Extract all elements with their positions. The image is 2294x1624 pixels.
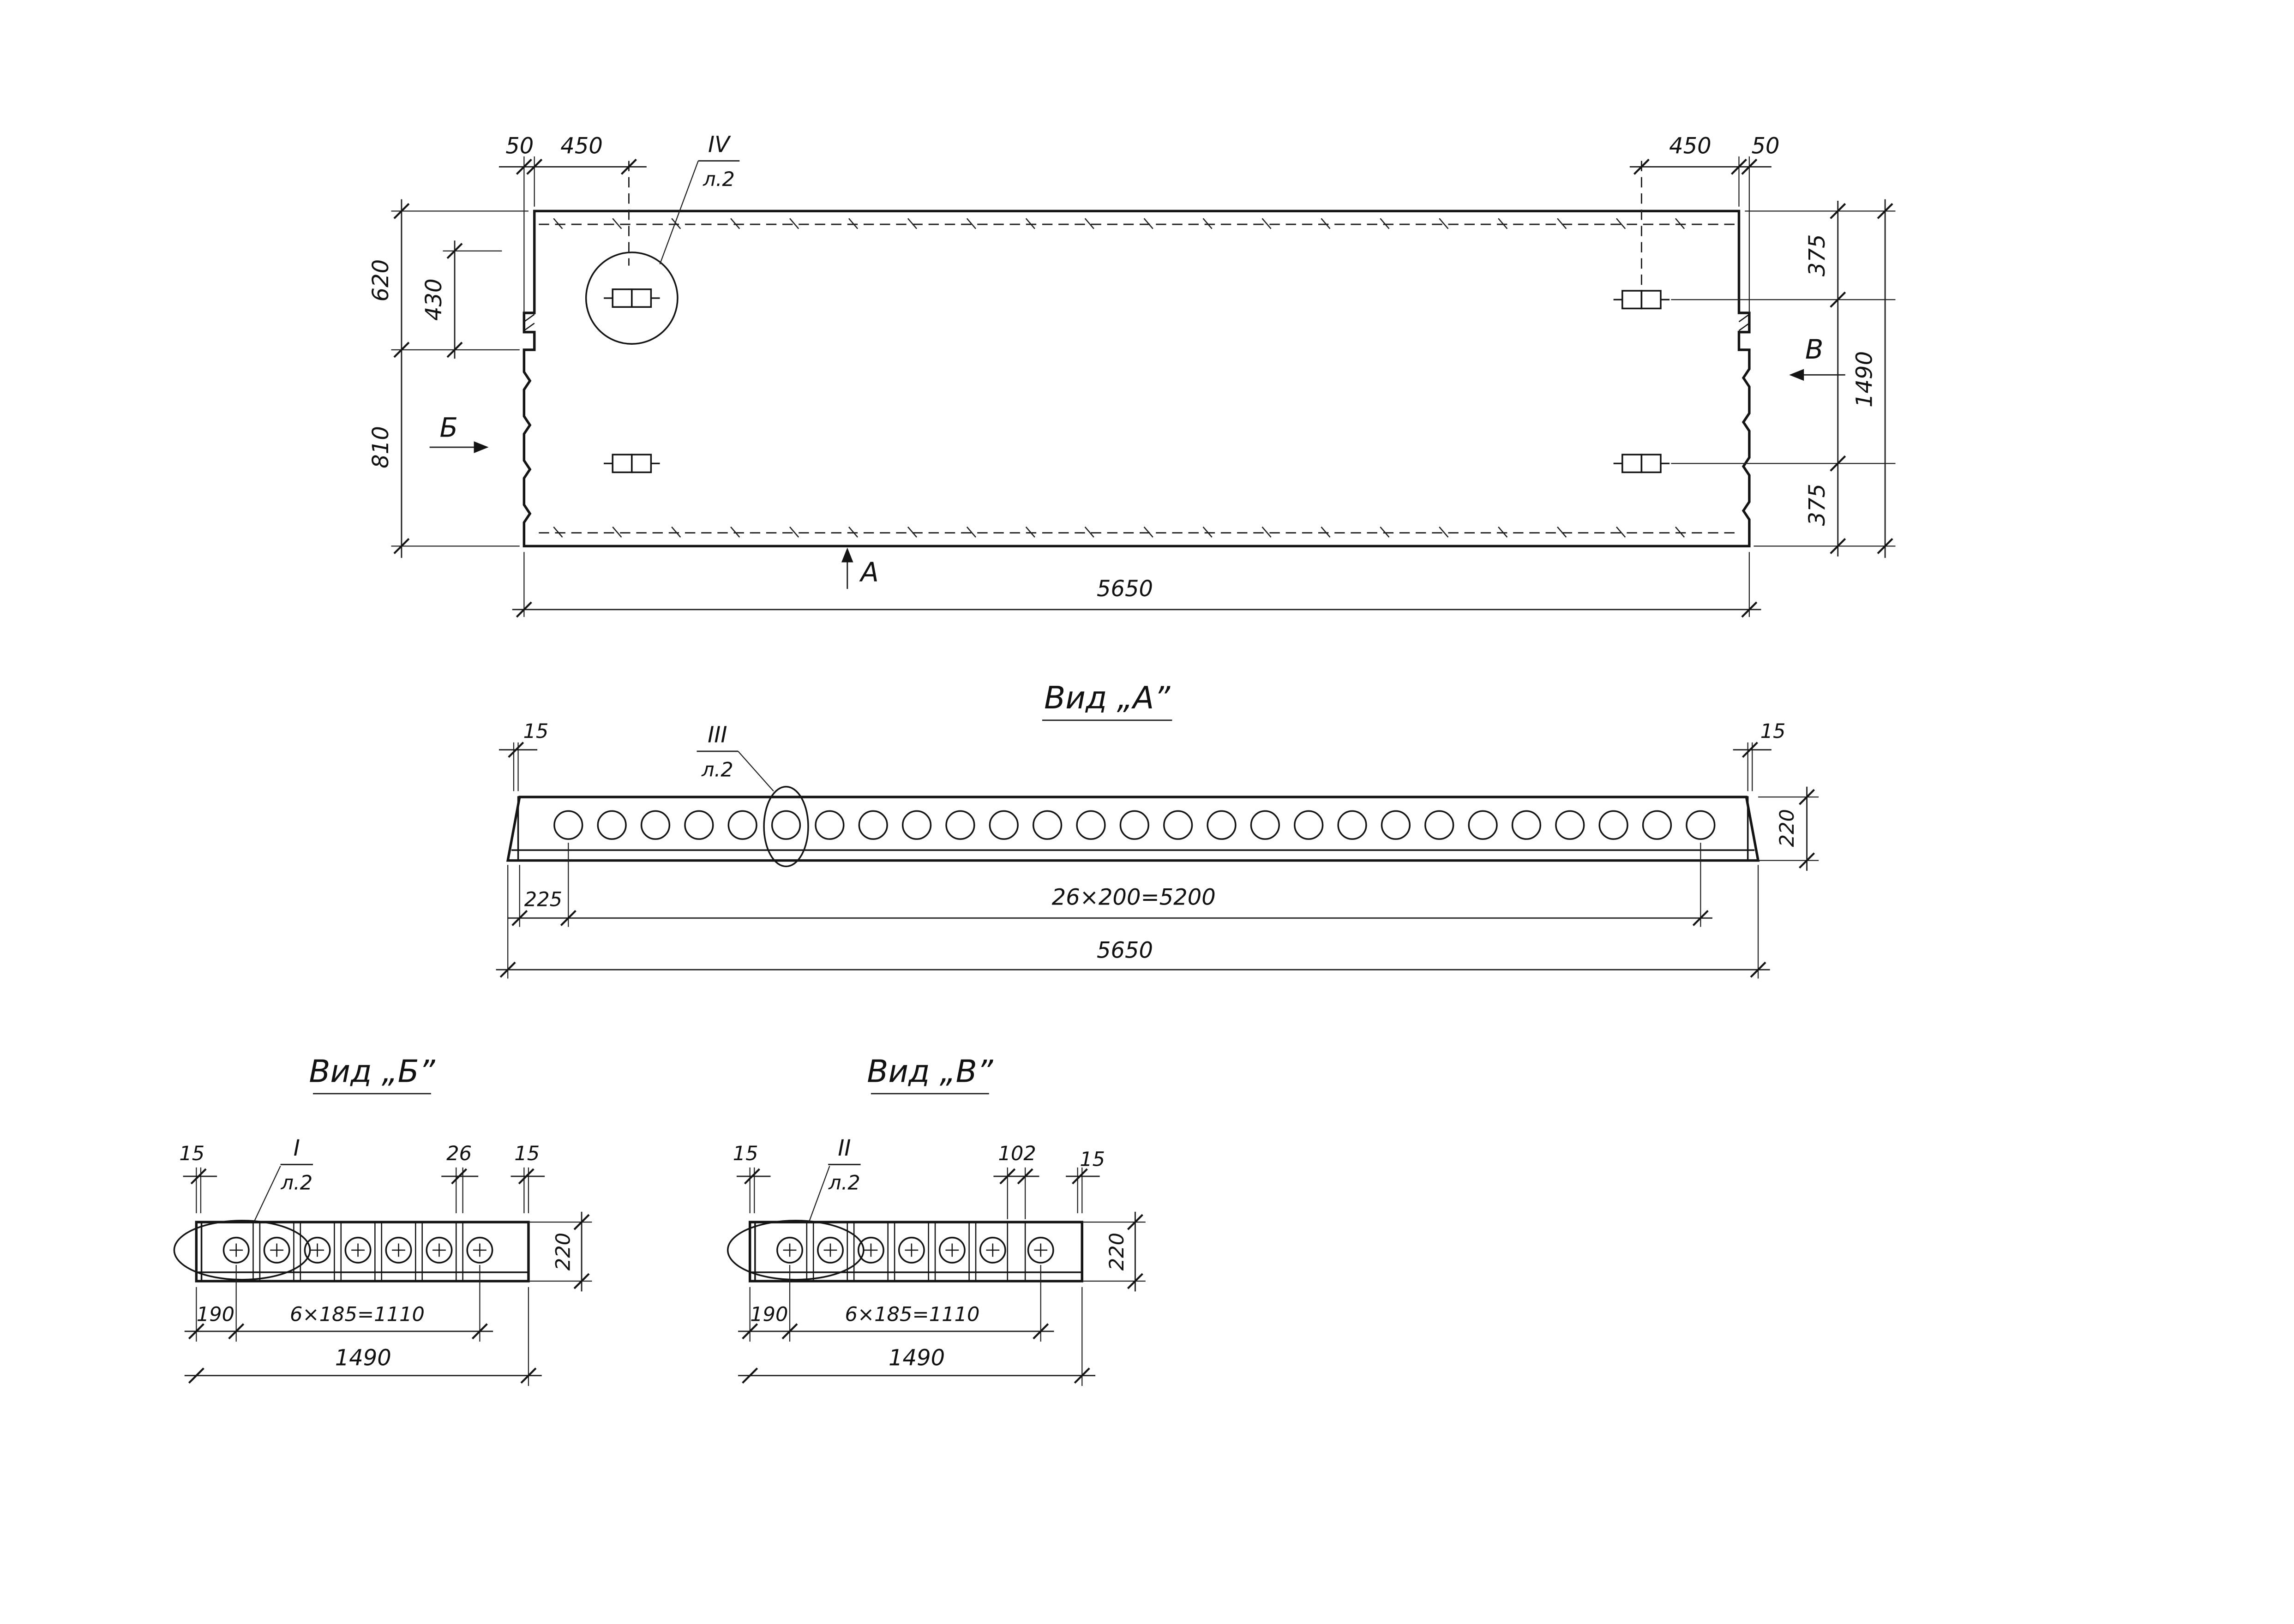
dim-375-bottom: 375 <box>1804 484 1830 526</box>
detail-IV-leader <box>659 161 699 264</box>
dim-15-right-a: 15 <box>1760 720 1786 743</box>
detail-I-sheet: л.2 <box>280 1172 312 1195</box>
plan-dimension-lines <box>401 166 1886 611</box>
detail-circle-IV <box>585 252 679 345</box>
detail-IV-sheet: л.2 <box>703 168 735 191</box>
dim-220-v: 220 <box>1105 1233 1129 1270</box>
panel-outline <box>522 210 1751 548</box>
corrugation-ticks-top <box>553 218 1685 229</box>
detail-III-leader <box>738 751 774 791</box>
dim-cores-v: 6×185=1110 <box>845 1303 979 1326</box>
anchor-tab-hatch-left <box>523 314 535 331</box>
view-a-end-walls <box>517 796 1749 862</box>
detail-I-leader <box>253 1166 281 1222</box>
dim-1490-b: 1490 <box>335 1345 391 1371</box>
dim-cores-a: 26×200=5200 <box>1052 884 1216 910</box>
view-b-cores <box>222 1236 493 1264</box>
view-a-dimension-lines <box>496 749 1808 971</box>
dim-375-top: 375 <box>1804 234 1830 277</box>
dim-190-b: 190 <box>197 1303 234 1326</box>
dim-cores-b: 6×185=1110 <box>290 1303 425 1326</box>
anchor-tab-hatch-right <box>1738 314 1750 331</box>
view-b-body <box>195 1221 530 1282</box>
view-v-dimension-lines <box>736 1175 1136 1377</box>
view-v-cores <box>776 1236 1054 1264</box>
section-arrow-a: А <box>841 547 879 589</box>
detail-II-leader <box>808 1166 830 1222</box>
view-v-title: Вид „В” <box>867 1053 993 1089</box>
detail-ellipse-III <box>763 785 809 868</box>
detail-III-sheet: л.2 <box>701 758 733 781</box>
dim-50-right: 50 <box>1752 133 1780 159</box>
dim-102-v: 102 <box>998 1142 1036 1165</box>
dim-450-right: 450 <box>1669 133 1711 159</box>
dim-810: 810 <box>368 426 394 468</box>
dim-430: 430 <box>421 278 447 321</box>
view-a-extension-lines <box>507 742 1819 979</box>
view-v-extension-lines <box>749 1167 1146 1386</box>
view-v-webs <box>806 1222 1026 1282</box>
lifting-loop-bottom-left <box>603 454 661 473</box>
dim-5650-a: 5650 <box>1097 938 1153 964</box>
hollow-cores-row <box>553 810 1716 840</box>
dim-15-right-b: 15 <box>514 1142 540 1165</box>
section-label-b: Б <box>440 413 458 443</box>
detail-ellipse-II <box>727 1220 865 1281</box>
dim-15-left-b: 15 <box>179 1142 204 1165</box>
lifting-loop-top-right <box>1612 290 1670 310</box>
dim-26-b: 26 <box>446 1142 472 1165</box>
dim-5650-plan: 5650 <box>1097 576 1153 602</box>
dim-50-left: 50 <box>505 133 534 159</box>
view-b-title: Вид „Б” <box>309 1053 435 1089</box>
dim-225-a: 225 <box>524 888 562 911</box>
detail-II-number: II <box>838 1135 851 1161</box>
lifting-loop-bottom-right <box>1612 454 1670 473</box>
detail-II-sheet: л.2 <box>828 1172 860 1195</box>
view-b-extension-lines <box>196 1167 592 1386</box>
dim-620: 620 <box>368 259 394 302</box>
detail-ellipse-I <box>173 1220 311 1281</box>
lifting-loop-top-left <box>603 288 661 308</box>
section-label-a: А <box>859 557 879 588</box>
view-a-title: Вид „А” <box>1044 680 1171 716</box>
section-label-v: В <box>1805 334 1823 365</box>
corrugation-ticks-bottom <box>553 526 1685 538</box>
dim-15-right-v: 15 <box>1080 1148 1105 1171</box>
plan-dimension-ticks <box>394 159 1892 617</box>
dim-15-left-a: 15 <box>523 720 548 743</box>
plan-extension-lines <box>391 156 1896 617</box>
dim-1490: 1490 <box>1851 351 1877 407</box>
dim-450-left: 450 <box>560 133 603 159</box>
detail-I-number: I <box>294 1135 300 1161</box>
dim-220-b: 220 <box>552 1233 575 1270</box>
view-v: Вид „В” II л.2 15 <box>727 1053 1146 1386</box>
view-b-webs <box>252 1222 463 1282</box>
view-b: Вид „Б” I л.2 15 <box>173 1053 592 1386</box>
plan-view: IV л.2 50 450 450 50 62 <box>368 132 1896 617</box>
detail-III-number: III <box>708 722 727 748</box>
dim-1490-v: 1490 <box>889 1345 945 1371</box>
view-a: Вид „А” III л.2 <box>496 680 1819 979</box>
section-arrow-b: Б <box>429 413 489 453</box>
detail-IV-number: IV <box>708 132 731 157</box>
dim-220-a: 220 <box>1776 809 1799 847</box>
dim-15-left-v: 15 <box>733 1142 758 1165</box>
dim-190-v: 190 <box>750 1303 788 1326</box>
section-arrow-v: В <box>1789 334 1845 381</box>
